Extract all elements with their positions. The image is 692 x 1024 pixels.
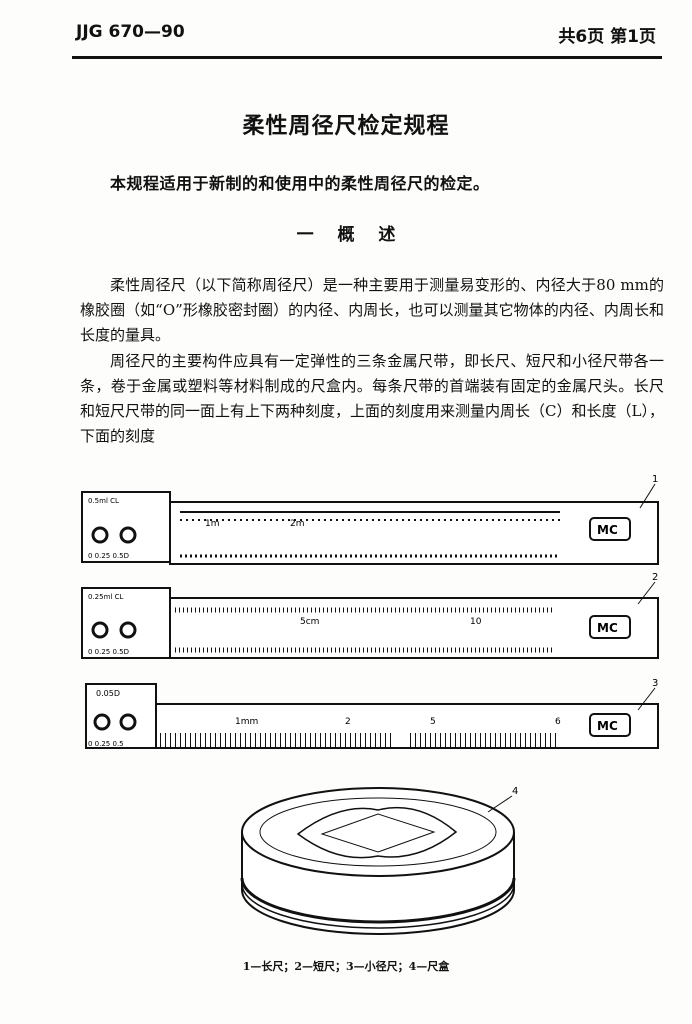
brand-logo-text: MC [597, 719, 618, 733]
tape-scale-label: 5cm [300, 617, 319, 627]
tape-scale-label: 2 [345, 717, 351, 727]
callout-2: 2 [652, 572, 658, 583]
paragraph-definition: 柔性周径尺（以下简称周径尺）是一种主要用于测量易变形的、内径大于80 mm的橡胶… [80, 276, 664, 344]
figure-caption: 1—长尺；2—短尺；3—小径尺；4—尺盒 [242, 960, 450, 973]
tape-head-bottom-label: 0 0.25 0.5D [88, 552, 129, 560]
paragraph-components: 周径尺的主要构件应具有一定弹性的三条金属尺带，即长尺、短尺和小径尺带各一条，卷于… [80, 352, 664, 445]
tape-scale-label: 1mm [235, 717, 258, 727]
rivet-icon [119, 713, 137, 731]
rivet-icon [119, 621, 137, 639]
rivet-icon [91, 621, 109, 639]
document-title: 柔性周径尺检定规程 [242, 114, 450, 139]
callout-1: 1 [652, 474, 658, 485]
brand-logo-text: MC [597, 523, 618, 537]
tape-small-diameter: 0.05D 0 0.25 0.5 1mm 2 5 6 MC 3 [85, 678, 659, 749]
header-rule [72, 56, 662, 59]
rivet-icon [93, 713, 111, 731]
tape-head-top-label: 0.25ml CL [88, 593, 123, 601]
tape-band-small [155, 703, 659, 749]
tape-scale-label: 5 [430, 717, 436, 727]
tape-head-bottom-label: 0 0.25 0.5D [88, 648, 129, 656]
tape-scale-label: 6 [555, 717, 561, 727]
page-header: JJG 670—90 共6页 第1页 [76, 22, 656, 52]
callout-3: 3 [652, 678, 658, 689]
tape-scale-label: 2m [290, 519, 305, 529]
rivet-icon [119, 526, 137, 544]
standard-code: JJG 670—90 [76, 22, 185, 42]
tape-long: 0.5ml CL 0 0.25 0.5D 1m 2m MC 1 [81, 474, 659, 565]
tape-head-top-label: 0.5ml CL [88, 497, 119, 505]
brand-logo [589, 615, 631, 639]
tape-head-bottom-label: 0 0.25 0.5 [88, 740, 124, 748]
tape-scale-label: 10 [470, 617, 482, 627]
tape-short: 0.25ml CL 0 0.25 0.5D 5cm 10 MC 2 [81, 572, 659, 659]
page-number: 共6页 第1页 [558, 27, 656, 47]
scope-statement: 本规程适用于新制的和使用中的柔性周径尺的检定。 [110, 174, 490, 193]
callout-4: 4 [512, 786, 518, 797]
rivet-icon [91, 526, 109, 544]
section-heading: 一 概 述 [296, 225, 396, 245]
brand-logo-text: MC [597, 621, 618, 635]
tape-head-top-label: 0.05D [96, 689, 120, 698]
tape-scale-label: 1m [205, 519, 220, 529]
brand-logo [589, 713, 631, 737]
tape-case: 4 [240, 786, 518, 935]
brand-logo [589, 517, 631, 541]
tape-figure: 0.5ml CL 0 0.25 0.5D 1m 2m MC 1 0.25ml C… [81, 474, 659, 935]
